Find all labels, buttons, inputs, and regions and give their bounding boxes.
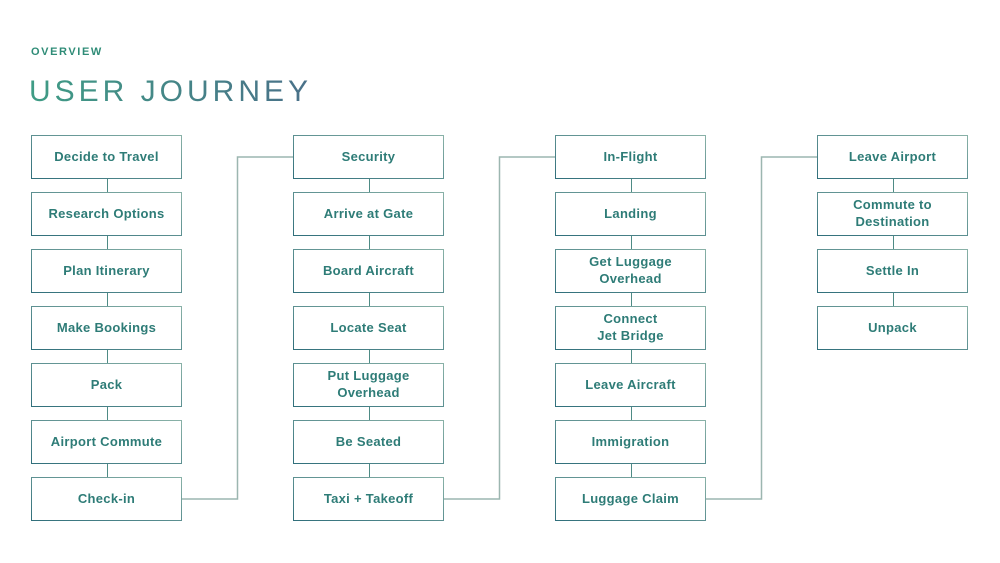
journey-step: Settle In — [817, 249, 968, 293]
journey-step: Board Aircraft — [293, 249, 444, 293]
step-connector-line — [368, 236, 370, 249]
step-connector-line — [106, 236, 108, 249]
column-connector-line — [444, 156, 555, 500]
journey-step: Arrive at Gate — [293, 192, 444, 236]
step-connector-line — [892, 236, 894, 249]
step-connector-line — [630, 464, 632, 477]
journey-step: Get Luggage Overhead — [555, 249, 706, 293]
journey-step: Landing — [555, 192, 706, 236]
step-connector-line — [892, 293, 894, 306]
journey-step: Decide to Travel — [31, 135, 182, 179]
journey-step: Security — [293, 135, 444, 179]
step-connector-line — [368, 350, 370, 363]
journey-step: Connect Jet Bridge — [555, 306, 706, 350]
step-connector-line — [630, 350, 632, 363]
step-connector-line — [368, 464, 370, 477]
step-connector-line — [368, 293, 370, 306]
journey-step: Be Seated — [293, 420, 444, 464]
step-connector-line — [368, 407, 370, 420]
journey-step: Locate Seat — [293, 306, 444, 350]
journey-step: Taxi + Takeoff — [293, 477, 444, 521]
step-connector-line — [106, 179, 108, 192]
journey-step: Make Bookings — [31, 306, 182, 350]
journey-step: In-Flight — [555, 135, 706, 179]
step-connector-line — [630, 236, 632, 249]
step-connector-line — [106, 407, 108, 420]
journey-step: Research Options — [31, 192, 182, 236]
column-connector-line — [706, 156, 817, 500]
step-connector-line — [892, 179, 894, 192]
step-connector-line — [106, 464, 108, 477]
step-connector-line — [368, 179, 370, 192]
journey-step: Airport Commute — [31, 420, 182, 464]
step-connector-line — [630, 179, 632, 192]
journey-step: Leave Airport — [817, 135, 968, 179]
column-connector-line — [182, 156, 293, 500]
journey-step: Check-in — [31, 477, 182, 521]
journey-step: Luggage Claim — [555, 477, 706, 521]
journey-step: Put Luggage Overhead — [293, 363, 444, 407]
journey-step: Immigration — [555, 420, 706, 464]
journey-step: Leave Aircraft — [555, 363, 706, 407]
journey-step: Unpack — [817, 306, 968, 350]
step-connector-line — [630, 293, 632, 306]
page-title: USER JOURNEY — [29, 75, 313, 108]
journey-step: Pack — [31, 363, 182, 407]
step-connector-line — [106, 350, 108, 363]
step-connector-line — [630, 407, 632, 420]
overview-label: OVERVIEW — [31, 46, 103, 58]
journey-step: Plan Itinerary — [31, 249, 182, 293]
step-connector-line — [106, 293, 108, 306]
journey-step: Commute to Destination — [817, 192, 968, 236]
